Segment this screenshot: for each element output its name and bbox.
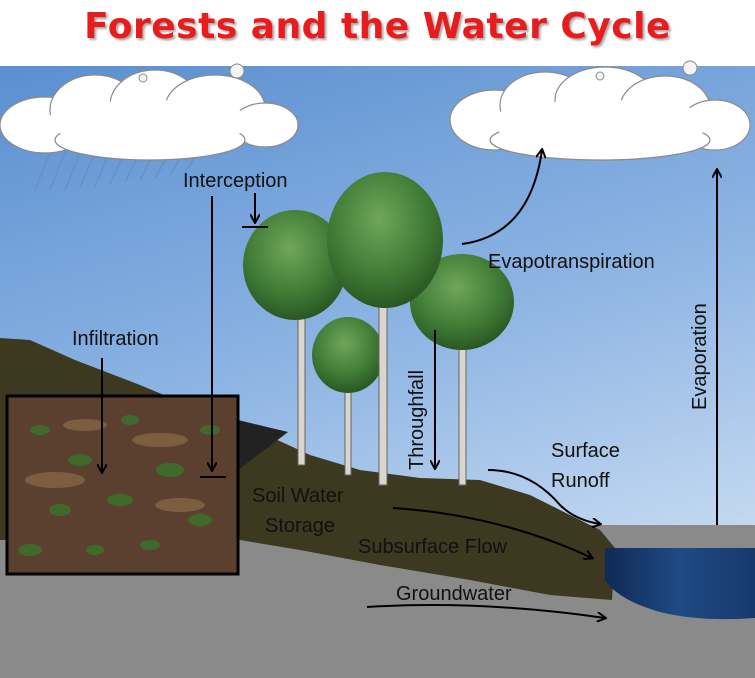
label-soil-water-line2: Storage	[265, 515, 335, 537]
label-subsurface-flow: Subsurface Flow	[358, 536, 508, 558]
label-interception: Interception	[183, 170, 288, 192]
label-throughfall: Throughfall	[406, 370, 428, 470]
interception-arrow	[242, 193, 268, 228]
label-infiltration: Infiltration	[72, 328, 159, 350]
forest-floor-photo	[5, 394, 288, 576]
interception-to-soil-arrow	[200, 196, 226, 478]
diagram-title: Forests and the Water Cycle	[84, 6, 671, 47]
surface-runoff-arrow	[487, 469, 600, 524]
label-evapotranspiration: Evapotranspiration	[488, 251, 655, 273]
label-groundwater: Groundwater	[396, 583, 512, 605]
lake	[605, 548, 755, 620]
rain-cloud	[0, 63, 299, 191]
tree-right	[410, 254, 514, 486]
label-soil-water-line1: Soil Water	[252, 485, 344, 507]
tree-tall	[327, 172, 443, 486]
label-surface-runoff-line2: Runoff	[551, 470, 610, 492]
label-surface-runoff-line1: Surface	[551, 440, 620, 462]
tree-left	[243, 210, 347, 466]
label-evaporation: Evaporation	[689, 303, 711, 410]
tree-small	[312, 317, 384, 476]
groundwater-arrow	[366, 604, 605, 618]
subsurface-flow-arrow	[392, 507, 592, 558]
evapotranspiration-arrow	[461, 150, 542, 245]
